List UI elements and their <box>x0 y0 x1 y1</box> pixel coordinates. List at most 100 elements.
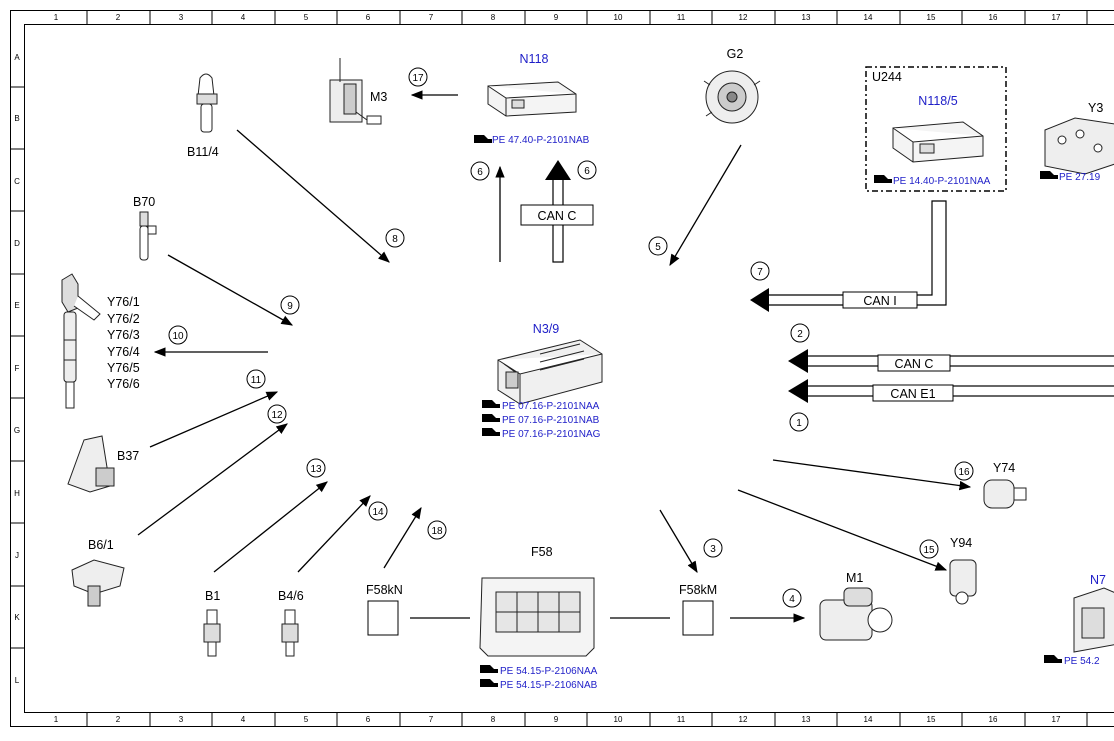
n3-9-ecu-icon <box>498 340 602 404</box>
label-m1: M1 <box>846 571 863 585</box>
label-y76-5: Y76/5 <box>107 361 140 375</box>
label-n118: N118 <box>520 52 549 66</box>
grid-row-label: D <box>14 239 20 248</box>
can-c-right-bus-line <box>788 349 1114 373</box>
arrow-9 <box>168 255 292 325</box>
label-g2: G2 <box>727 47 744 61</box>
reference-hand-icon <box>482 400 500 408</box>
reference-hand-icon <box>1044 655 1062 663</box>
top-ruler <box>87 10 1087 24</box>
grid-col-label: 7 <box>429 715 434 724</box>
reference-hand-icon <box>1040 171 1058 179</box>
callout-6: 6 <box>477 167 483 178</box>
label-y74: Y74 <box>993 461 1015 475</box>
grid-row-label: L <box>15 676 20 685</box>
reference-hand-icon <box>874 175 892 183</box>
grid-col-label: 9 <box>554 715 559 724</box>
n118-5-module-icon <box>893 122 983 162</box>
label-y76-6: Y76/6 <box>107 377 140 391</box>
ref-n3-9-b[interactable]: PE 07.16-P-2101NAB <box>502 415 600 426</box>
ref-n3-9-a[interactable]: PE 07.16-P-2101NAA <box>502 401 600 412</box>
y3-valve-block-icon <box>1045 118 1114 174</box>
ref-f58-b[interactable]: PE 54.15-P-2106NAB <box>500 680 598 691</box>
label-n3-9: N3/9 <box>533 322 559 336</box>
grid-col-label: 7 <box>429 13 434 22</box>
g2-alternator-icon <box>704 71 760 123</box>
b4-6-pressure-sensor-icon <box>282 610 298 656</box>
grid-col-label: 14 <box>864 715 873 724</box>
reference-hand-icon <box>482 428 500 436</box>
arrow-3 <box>660 510 697 572</box>
label-n118-5: N118/5 <box>918 94 957 108</box>
callout-16: 16 <box>958 467 970 478</box>
grid-col-label: 17 <box>1052 715 1061 724</box>
callout-11: 11 <box>251 375 262 386</box>
arrow-8 <box>237 130 389 262</box>
can-c-right-label: CAN C <box>895 357 934 371</box>
grid-row-label: K <box>14 613 20 622</box>
ref-f58-a[interactable]: PE 54.15-P-2106NAA <box>500 666 598 677</box>
grid-col-label: 13 <box>802 715 811 724</box>
grid-row-label: J <box>15 551 19 560</box>
can-e1-label: CAN E1 <box>890 387 935 401</box>
grid-col-label: 1 <box>54 715 59 724</box>
grid-col-label: 8 <box>491 715 496 724</box>
grid-col-label: 9 <box>554 13 559 22</box>
label-y76-1: Y76/1 <box>107 295 140 309</box>
b70-crank-sensor-icon <box>140 212 156 260</box>
label-b70: B70 <box>133 195 155 209</box>
arrow-12 <box>138 424 287 535</box>
f58kn-relay-icon <box>368 601 398 635</box>
grid-col-label: 15 <box>927 13 936 22</box>
callout-1: 1 <box>796 418 802 429</box>
grid-col-label: 5 <box>304 13 309 22</box>
grid-row-label: A <box>14 53 20 62</box>
b37-pedal-sensor-icon <box>68 436 114 492</box>
ref-n118-5[interactable]: PE 14.40-P-2101NAA <box>893 176 991 187</box>
callout-12: 12 <box>271 410 283 421</box>
f58km-relay-icon <box>683 601 713 635</box>
ref-n118[interactable]: PE 47.40-P-2101NAB <box>492 135 590 146</box>
callout-18: 18 <box>431 526 443 537</box>
grid-col-label: 16 <box>989 13 998 22</box>
grid-col-label: 11 <box>677 13 686 22</box>
n7-module-icon <box>1074 588 1114 652</box>
grid-col-label: 11 <box>677 715 686 724</box>
m1-starter-motor-icon <box>820 588 892 640</box>
callout-3: 3 <box>710 544 716 555</box>
label-b37: B37 <box>117 449 139 463</box>
reference-hand-icon <box>480 665 498 673</box>
reference-hand-icon <box>474 135 492 143</box>
ref-n7[interactable]: PE 54.2 <box>1064 656 1100 667</box>
label-n7: N7 <box>1090 573 1106 587</box>
grid-col-label: 10 <box>614 715 623 724</box>
reference-hand-icon <box>480 679 498 687</box>
grid-col-label: 16 <box>989 715 998 724</box>
reference-hand-icon <box>482 414 500 422</box>
grid-row-label: F <box>15 364 20 373</box>
grid-col-label: 5 <box>304 715 309 724</box>
can-i-label: CAN I <box>863 294 896 308</box>
label-y76-3: Y76/3 <box>107 328 140 342</box>
n118-module-icon <box>488 82 576 116</box>
grid-col-label: 1 <box>54 13 59 22</box>
grid-col-label: 13 <box>802 13 811 22</box>
grid-col-label: 3 <box>179 13 184 22</box>
grid-row-label: E <box>14 301 19 310</box>
grid-row-label: C <box>14 177 20 186</box>
grid-col-label: 12 <box>739 715 748 724</box>
b1-temp-sensor-icon <box>204 610 220 656</box>
grid-col-label: 8 <box>491 13 496 22</box>
callout-15: 15 <box>923 545 935 556</box>
arrow-15 <box>738 490 946 570</box>
callout-9: 9 <box>287 301 293 312</box>
ref-y3[interactable]: PE 27.19 <box>1059 172 1101 183</box>
arrow-14 <box>298 496 370 572</box>
callout-8: 8 <box>392 234 398 245</box>
callout-4: 4 <box>789 594 795 605</box>
grid-col-label: 2 <box>116 13 121 22</box>
grid-row-label: G <box>14 426 20 435</box>
ref-n3-9-c[interactable]: PE 07.16-P-2101NAG <box>502 429 601 440</box>
grid-row-label: H <box>14 489 20 498</box>
